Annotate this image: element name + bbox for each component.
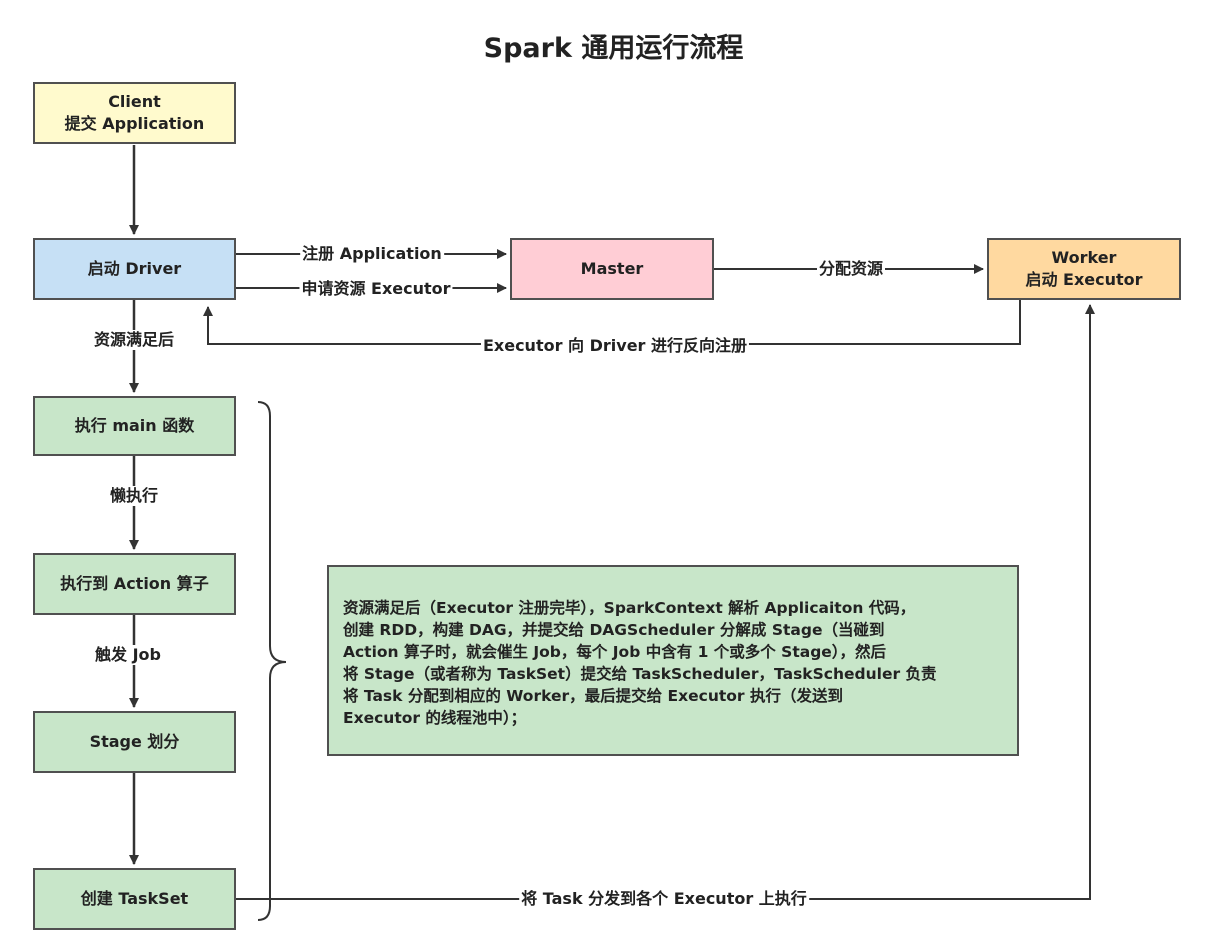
label-register-application: 注册 Application [300,244,444,264]
master-label: Master [580,259,644,278]
label-resources-ready: 资源满足后 [91,330,177,350]
diagram-title: Spark 通用运行流程 [483,33,744,64]
client-subtitle: 提交 Application [64,114,205,133]
driver-label: 启动 Driver [87,259,182,278]
note-line: Action 算子时，就会催生 Job，每个 Job 中含有 1 个或多个 St… [343,643,887,661]
note-line: 将 Task 分配到相应的 Worker，最后提交给 Executor 执行（发… [343,687,843,705]
create-taskset-label: 创建 TaskSet [80,889,189,908]
curly-brace [257,401,287,921]
client-title: Client [108,92,161,111]
action-operator-label: 执行到 Action 算子 [60,574,209,593]
main-function-node: 执行 main 函数 [33,396,236,456]
action-operator-node: 执行到 Action 算子 [33,553,236,615]
master-node: Master [510,238,714,300]
note-line: 将 Stage（或者称为 TaskSet）提交给 TaskScheduler，T… [343,665,937,683]
note-line: 资源满足后（Executor 注册完毕），SparkContext 解析 App… [343,599,916,617]
label-request-executor: 申请资源 Executor [299,279,453,299]
worker-subtitle: 启动 Executor [1025,270,1143,289]
label-trigger-job: 触发 Job [93,645,163,665]
client-node: Client 提交 Application [33,82,236,144]
label-allocate-resources: 分配资源 [816,259,886,279]
worker-node: Worker 启动 Executor [987,238,1181,300]
main-function-label: 执行 main 函数 [74,416,195,435]
note-line: Executor 的线程池中）； [343,709,527,727]
explanation-note: 资源满足后（Executor 注册完毕），SparkContext 解析 App… [327,565,1019,756]
label-dispatch-tasks: 将 Task 分发到各个 Executor 上执行 [519,889,809,909]
stage-division-label: Stage 划分 [89,732,180,751]
stage-division-node: Stage 划分 [33,711,236,773]
note-line: 创建 RDD，构建 DAG，并提交给 DAGScheduler 分解成 Stag… [343,621,885,639]
driver-node: 启动 Driver [33,238,236,300]
create-taskset-node: 创建 TaskSet [33,868,236,930]
worker-title: Worker [1051,248,1117,267]
label-lazy-execution: 懒执行 [107,486,161,506]
label-reverse-register: Executor 向 Driver 进行反向注册 [480,336,750,356]
